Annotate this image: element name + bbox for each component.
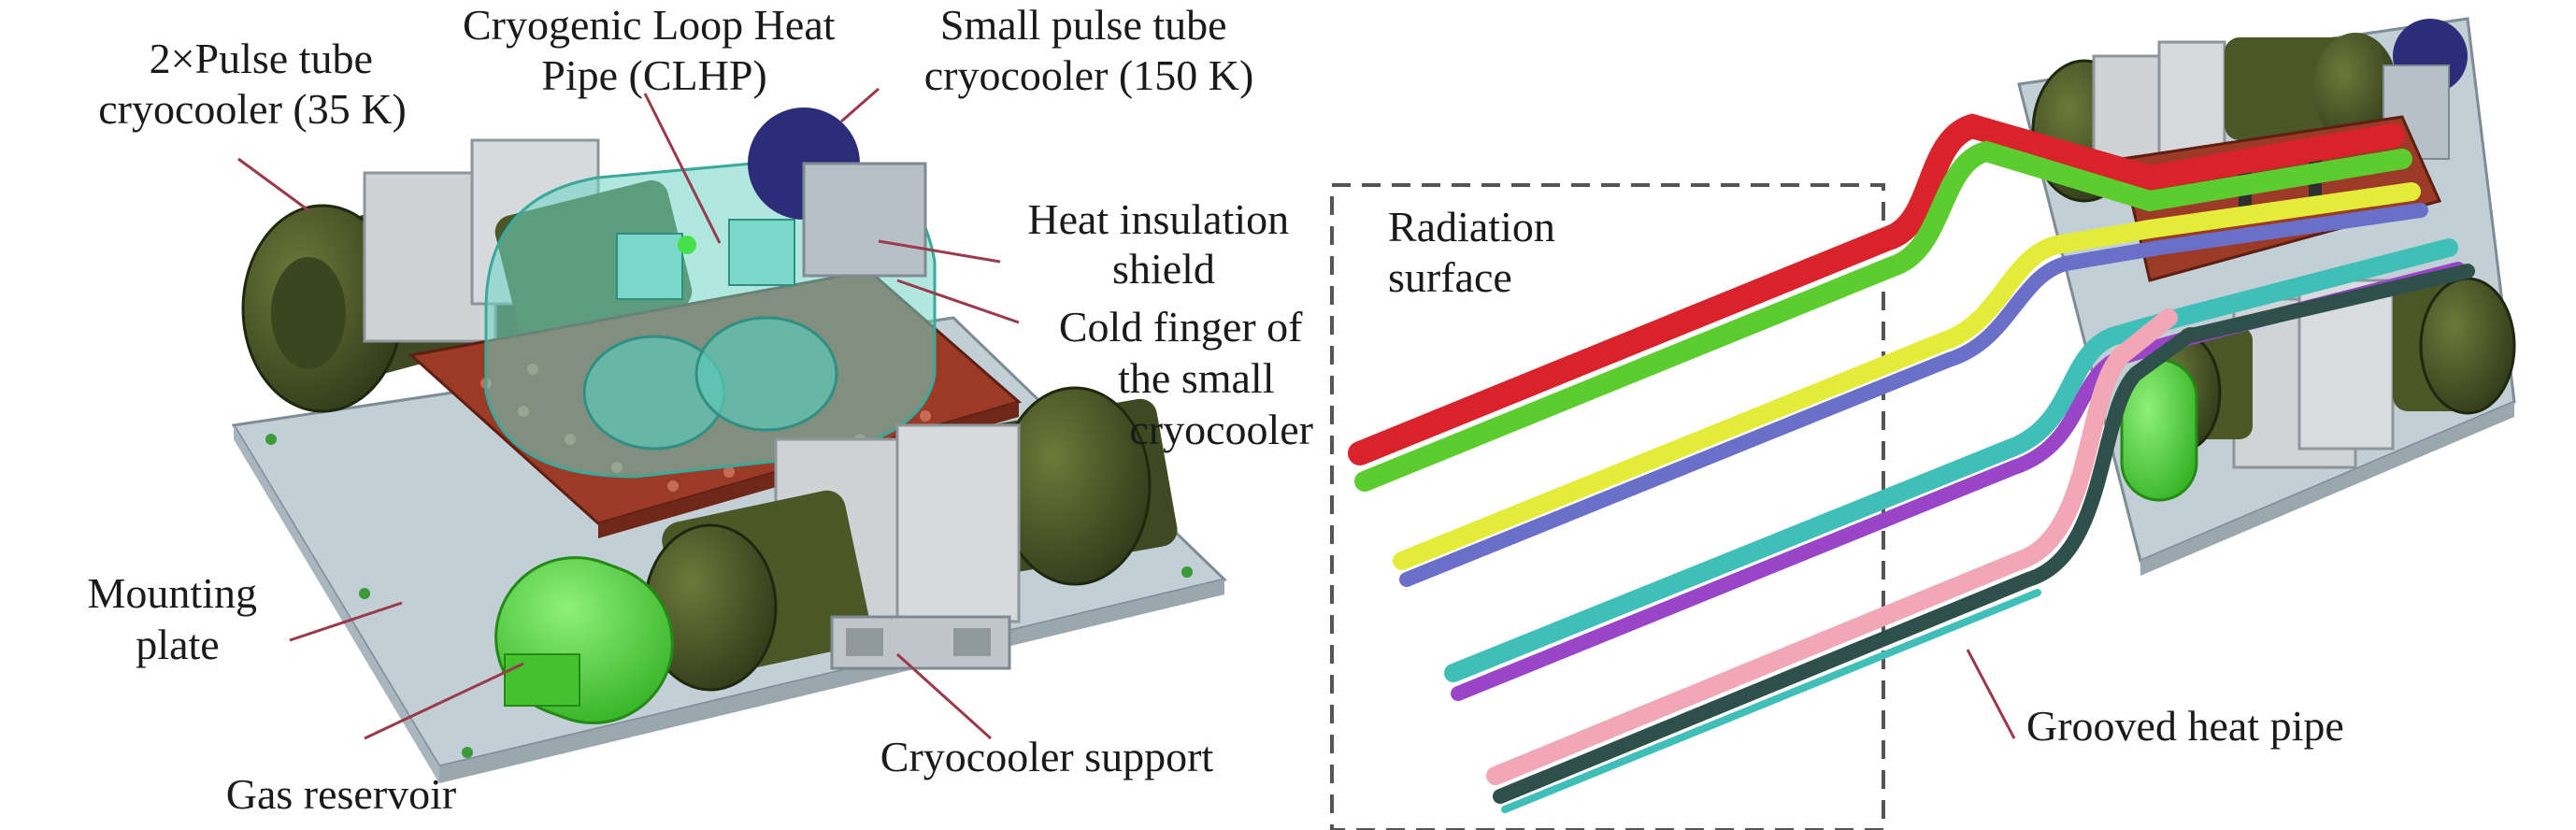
pipe-dark [1493,264,2475,804]
label-clhp: Cryogenic Loop Heat Pipe (CLHP) [463,1,846,99]
right-cryocooler-back [2031,19,2468,203]
right-mounting-plate-edge [2140,402,2514,576]
label-cryocooler-support: Cryocooler support [880,733,1214,780]
pipe-red [1348,113,2405,465]
pulse-tube-cryocooler-front [643,386,1178,692]
mounting-plate-edge-left [234,425,439,783]
cryocooler-support [830,615,1011,670]
label-heat-insulation-shield: Heat insulation shield [1027,195,1299,293]
label-pulse-tube-35k: 2×Pulse tube cryocooler (35 K) [98,35,407,133]
pipe-green [1354,140,2412,492]
leader-lines-left [237,87,1020,740]
label-radiation-surface: Radiation surface [1388,203,1566,301]
label-grooved-heat-pipe: Grooved heat pipe [2026,702,2344,750]
pipe-pink [1486,308,2178,785]
mounting-plate-edge [439,580,1224,783]
gas-reservoir [494,556,674,724]
grooved-heat-pipes [1348,113,2475,813]
pipe-teal [1501,589,2041,813]
label-cold-finger: Cold finger of the small cryocooler [1059,303,1313,453]
leader-grooved-heat-pipe [1966,649,2016,739]
label-small-pulse-tube: Small pulse tube cryocooler (150 K) [924,1,1254,99]
label-gas-reservoir: Gas reservoir [226,770,457,818]
small-pulse-tube-cryocooler [748,107,927,278]
pipe-blue [1399,203,2428,587]
right-assembly: Radiation surface Grooved heat pipe [1330,17,2516,830]
left-assembly: 2×Pulse tube cryocooler (35 K) Cryogenic… [88,1,1313,818]
label-mounting-plate: Mounting plate [88,569,268,668]
pipe-yellow [1393,182,2421,570]
pipe-cyan [1444,238,2458,682]
